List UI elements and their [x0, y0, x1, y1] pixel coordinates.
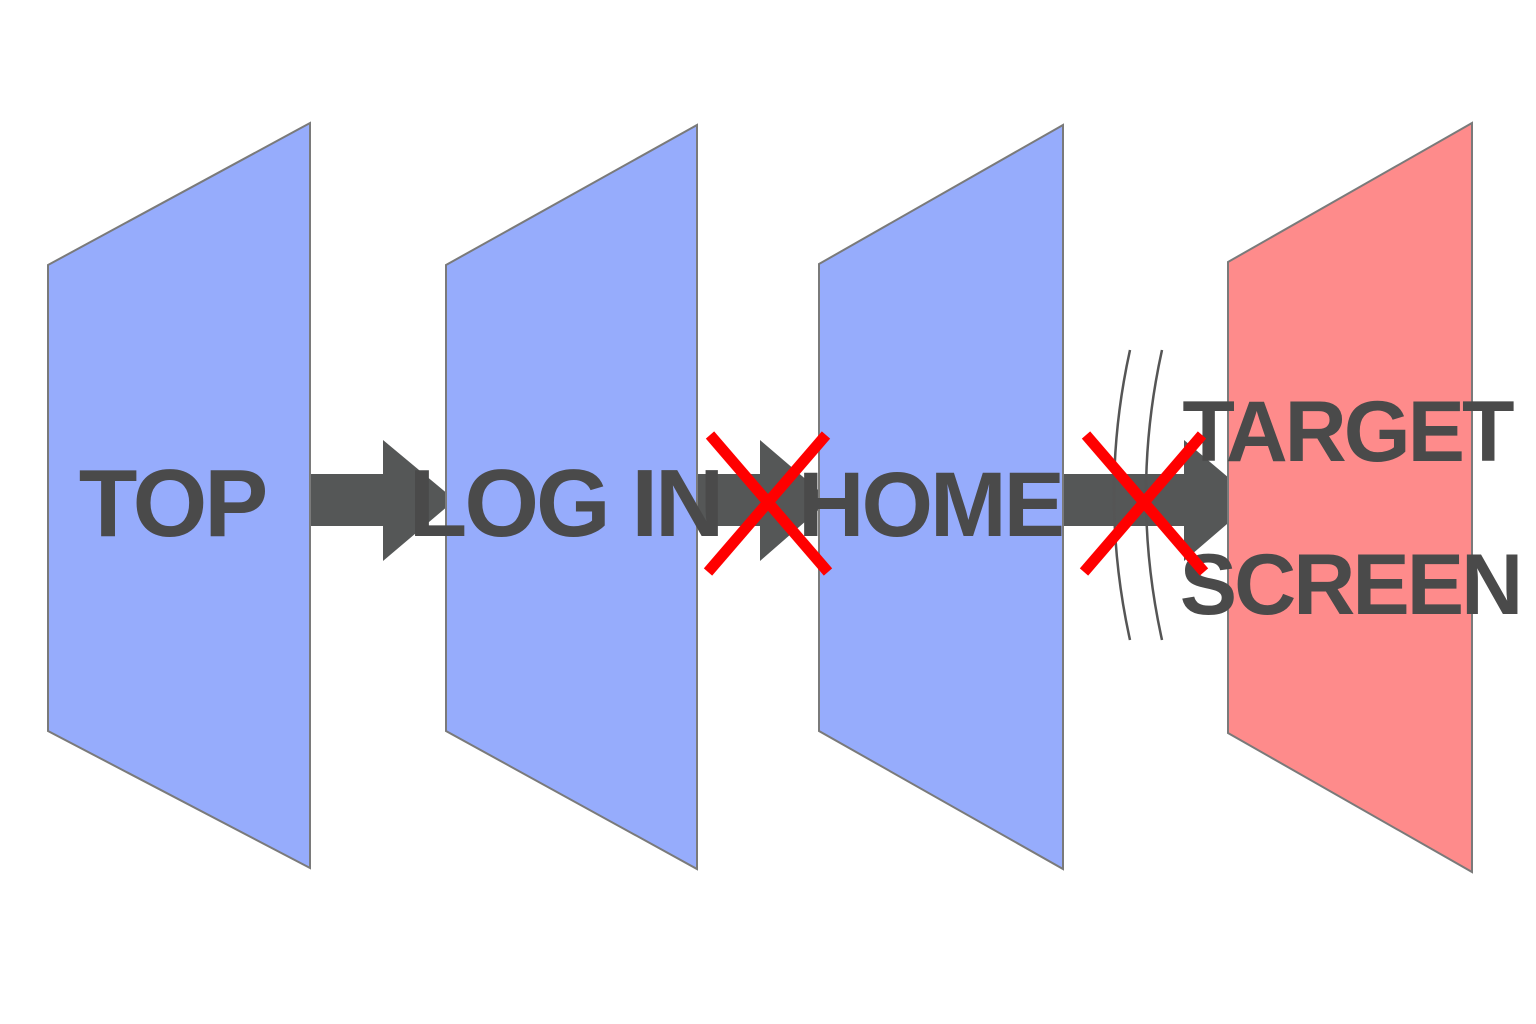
panel-target-screen — [1227, 121, 1473, 874]
panel-home — [818, 123, 1064, 871]
blocked-mark-home-to-target — [1079, 431, 1209, 576]
barrier-curve-1 — [1112, 349, 1132, 641]
panel-target-label-line2: SCREEN — [1180, 537, 1520, 633]
panel-target-label-line1: TARGET — [1182, 384, 1514, 480]
panel-login-label: LOG IN — [409, 450, 722, 557]
arrow-home-to-target — [1063, 440, 1255, 561]
panel-home-label: HOME — [798, 454, 1062, 556]
arrow-top-to-login — [310, 440, 455, 561]
panel-login — [445, 123, 698, 871]
panel-top-label: TOP — [79, 450, 266, 557]
blocked-mark-login-to-home — [703, 431, 833, 576]
panel-top — [47, 121, 311, 870]
